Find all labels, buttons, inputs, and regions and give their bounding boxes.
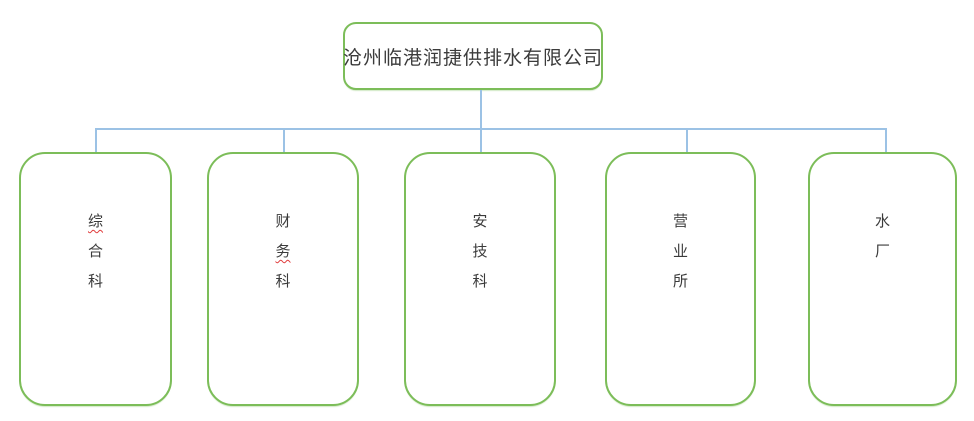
connector-horizontal-bar <box>95 128 887 130</box>
connector-drop-4 <box>686 129 688 153</box>
connector-drop-2 <box>283 129 285 153</box>
org-node-finance[interactable]: 财务科 <box>207 152 359 406</box>
connector-drop-1 <box>95 129 97 153</box>
department-label: 营业所 <box>672 213 688 290</box>
connector-root-stub <box>480 90 482 129</box>
org-node-water-plant[interactable]: 水厂 <box>808 152 957 406</box>
org-node-safety-tech[interactable]: 安技科 <box>404 152 556 406</box>
department-label: 水厂 <box>874 213 890 260</box>
org-node-business-office[interactable]: 营业所 <box>605 152 756 406</box>
department-label: 财务科 <box>275 213 291 290</box>
connector-drop-3 <box>480 129 482 153</box>
org-node-company[interactable]: 沧州临港润捷供排水有限公司 <box>343 22 603 90</box>
company-name-label: 沧州临港润捷供排水有限公司 <box>343 47 604 69</box>
connector-drop-5 <box>885 129 887 153</box>
department-label: 综合科 <box>87 213 103 290</box>
department-label: 安技科 <box>472 213 488 290</box>
org-node-general-affairs[interactable]: 综合科 <box>19 152 172 406</box>
